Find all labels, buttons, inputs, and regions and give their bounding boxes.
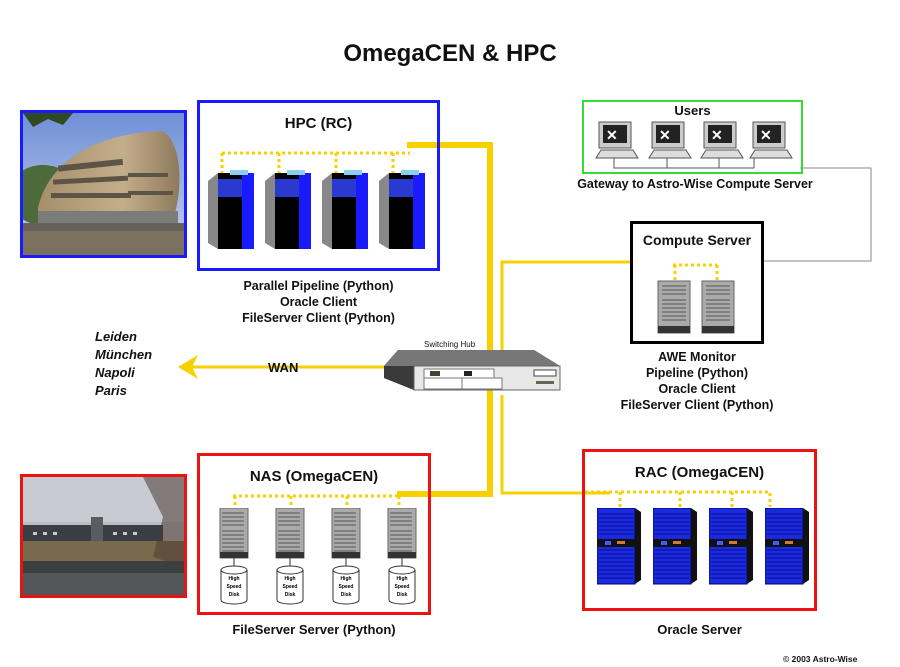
workstation-icon: ✕ — [595, 121, 639, 159]
nas-servers — [233, 494, 401, 508]
compute-caption-line: FileServer Client (Python) — [620, 398, 774, 412]
omegacen-building-photo — [20, 474, 187, 598]
wan-arrow — [178, 355, 390, 379]
svg-text:✕: ✕ — [711, 127, 723, 143]
wan-destination: München — [95, 347, 153, 362]
hpc-caption: Parallel Pipeline (Python) Oracle Client… — [197, 278, 440, 326]
workstation-icon: ✕ — [648, 121, 692, 159]
nas-server-icon — [387, 508, 417, 559]
link-hub-compute — [500, 260, 630, 360]
svg-text:High: High — [340, 576, 351, 582]
compute-caption-line: Pipeline (Python) — [645, 366, 749, 380]
hpc-server — [265, 170, 311, 249]
nas-omegacen-title: NAS (OmegaCEN) — [249, 468, 379, 485]
rac-server-icon — [765, 508, 809, 585]
compute-caption-line: Oracle Client — [658, 382, 736, 396]
svg-text:High: High — [284, 576, 295, 582]
rac-server-icon — [597, 508, 641, 585]
workstation-icon: ✕ — [749, 121, 793, 159]
rac-servers — [585, 490, 772, 507]
copyright: © 2003 Astro-Wise — [783, 654, 858, 664]
compute-caption: AWE Monitor Pipeline (Python) Oracle Cli… — [597, 349, 797, 413]
svg-text:✕: ✕ — [606, 127, 618, 143]
rac-omegacen-box: RAC (OmegaCEN) — [582, 449, 817, 611]
hpc-server — [322, 170, 368, 249]
nas-caption: FileServer Server (Python) — [232, 622, 396, 637]
nas-server-icon — [219, 508, 249, 559]
svg-text:Disk: Disk — [341, 592, 352, 598]
svg-text:Disk: Disk — [397, 592, 408, 598]
rac-server-icon — [653, 508, 697, 585]
switching-hub-icon — [384, 350, 561, 391]
compute-servers — [657, 263, 735, 334]
hpc-caption-line: Parallel Pipeline (Python) — [243, 279, 394, 293]
hpc-rc-title: HPC (RC) — [284, 115, 353, 132]
svg-text:Disk: Disk — [229, 592, 240, 598]
compute-server-icon — [657, 280, 691, 334]
svg-text:Speed: Speed — [394, 584, 409, 590]
svg-text:High: High — [396, 576, 407, 582]
rac-caption: Oracle Server — [657, 622, 742, 637]
wan-destination: Napoli — [95, 365, 135, 380]
svg-text:Speed: Speed — [338, 584, 353, 590]
users-title: Users — [674, 103, 711, 118]
hpc-server — [379, 170, 425, 249]
compute-server-box: Compute Server — [630, 221, 764, 344]
wan-destination: Paris — [95, 383, 127, 398]
users-caption: Gateway to Astro-Wise Compute Server — [577, 177, 813, 191]
rac-server-row — [593, 508, 813, 588]
hpc-caption-line: FileServer Client (Python) — [242, 311, 395, 325]
link-users-compute — [763, 167, 872, 262]
hpc-building-photo — [20, 110, 187, 258]
wan-destinations: Leiden München Napoli Paris — [95, 328, 152, 400]
svg-text:Disk: Disk — [285, 592, 296, 598]
hpc-rc-box: HPC (RC) — [197, 100, 440, 271]
nas-server-icon — [331, 508, 361, 559]
diagram-title: OmegaCEN & HPC — [343, 40, 557, 67]
svg-text:Speed: Speed — [282, 584, 297, 590]
hpc-caption-line: Oracle Client — [279, 295, 358, 309]
svg-text:High: High — [228, 576, 239, 582]
users-workstations: ✕ ✕ ✕ ✕ — [595, 121, 793, 169]
svg-text:✕: ✕ — [659, 127, 671, 143]
wan-label: WAN — [268, 360, 299, 375]
link-hub-rac — [500, 395, 610, 495]
compute-server-title: Compute Server — [642, 232, 752, 248]
wan-destination: Leiden — [95, 329, 137, 344]
hpc-server — [208, 170, 254, 249]
hpc-servers — [208, 151, 425, 249]
svg-text:Speed: Speed — [226, 584, 241, 590]
compute-server-icon — [701, 280, 735, 334]
svg-text:✕: ✕ — [760, 127, 772, 143]
workstation-icon: ✕ — [700, 121, 744, 159]
rac-omegacen-title: RAC (OmegaCEN) — [634, 464, 765, 481]
trunk-hpc-nas — [397, 142, 493, 497]
switching-hub-label: Switching Hub — [424, 340, 476, 349]
rac-server-icon — [709, 508, 753, 585]
nas-server-icon — [275, 508, 305, 559]
compute-caption-line: AWE Monitor — [658, 350, 736, 364]
users-box: Users ✕ ✕ ✕ ✕ — [582, 100, 803, 174]
